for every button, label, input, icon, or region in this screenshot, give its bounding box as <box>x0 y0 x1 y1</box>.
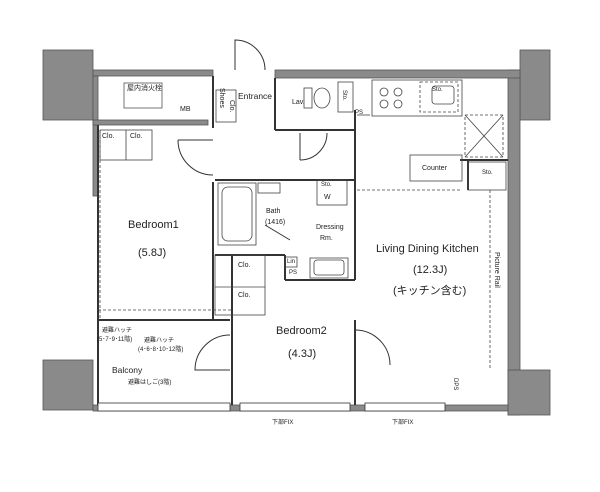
bedroom2-clo-2: Clo. <box>238 292 251 299</box>
fix-right-label: 下部FIX <box>392 420 414 426</box>
washer-label: W <box>324 194 331 201</box>
counter-label: Counter <box>422 165 447 172</box>
ladder-label: 避難はしご(3階) <box>128 380 172 386</box>
lin-label: Lin <box>287 259 296 265</box>
hydrant-box <box>123 82 163 109</box>
balcony-label: Balcony <box>112 365 143 375</box>
windows <box>97 402 446 412</box>
ldk-name: Living Dining Kitchen <box>376 243 479 255</box>
right-column <box>519 49 551 121</box>
mb-label: MB <box>180 106 191 113</box>
ldk-sto-label: Sto. <box>482 170 493 176</box>
top-wall-left <box>92 69 214 77</box>
hatch-b-floors: (4･6･8･10･12階) <box>138 347 184 353</box>
hatch-a-floors: (5･7･9･11階) <box>97 337 133 343</box>
dashed-lines <box>98 81 491 370</box>
shoes-label: Shoes <box>218 88 225 108</box>
dressing-line1: Dressing <box>316 224 344 231</box>
shoes-clo-label: Clo. <box>228 100 235 113</box>
dressing-line2: Rm. <box>320 235 333 242</box>
window-ldk <box>364 402 446 412</box>
kitchen-fixtures <box>303 85 455 109</box>
ps-label: PS <box>355 110 364 116</box>
bedroom1-name: Bedroom1 <box>128 219 179 231</box>
lav-label: Lav. <box>292 99 305 106</box>
picture-rail-label: Picture Rail <box>493 252 500 288</box>
ps-label-2: PS <box>289 270 298 276</box>
hatch-b-label: 避難ハッチ <box>144 338 175 344</box>
bedroom1-size: (5.8J) <box>138 247 167 259</box>
mb-wall <box>92 119 209 126</box>
bedroom2-clo-1: Clo. <box>238 262 251 269</box>
closet-lines <box>99 79 507 316</box>
entrance-label: Entrance <box>238 91 273 101</box>
window-bedroom2 <box>239 402 351 412</box>
dps-label: DPS <box>452 378 458 391</box>
window-balcony <box>97 402 231 412</box>
dressing-sto-label: Sto. <box>321 182 332 188</box>
hatch-a-label: 避難ハッチ <box>102 328 133 334</box>
right-lower-column <box>507 369 551 416</box>
bath-size: (1416) <box>265 219 286 226</box>
ldk-note: (キッチン含む) <box>393 285 467 297</box>
door-swings <box>177 39 391 371</box>
fix-left-label: 下部FIX <box>272 420 294 426</box>
bath-name: Bath <box>266 208 281 215</box>
lav-sto-label: Sto. <box>341 90 347 101</box>
left-column <box>42 49 94 121</box>
ldk-size: (12.3J) <box>413 264 448 276</box>
top-wall-right <box>274 69 521 79</box>
bedroom2-name: Bedroom2 <box>276 325 327 337</box>
bedroom2-size: (4.3J) <box>288 348 317 360</box>
kitchen-sto-label: Sto. <box>432 87 443 93</box>
left-lower-column <box>42 359 94 411</box>
bedroom1-clo-1: Clo. <box>102 133 115 140</box>
right-wall <box>507 69 521 416</box>
hydrant-label: 屋内消火栓 <box>127 85 162 92</box>
bedroom1-clo-2: Clo. <box>130 133 143 140</box>
